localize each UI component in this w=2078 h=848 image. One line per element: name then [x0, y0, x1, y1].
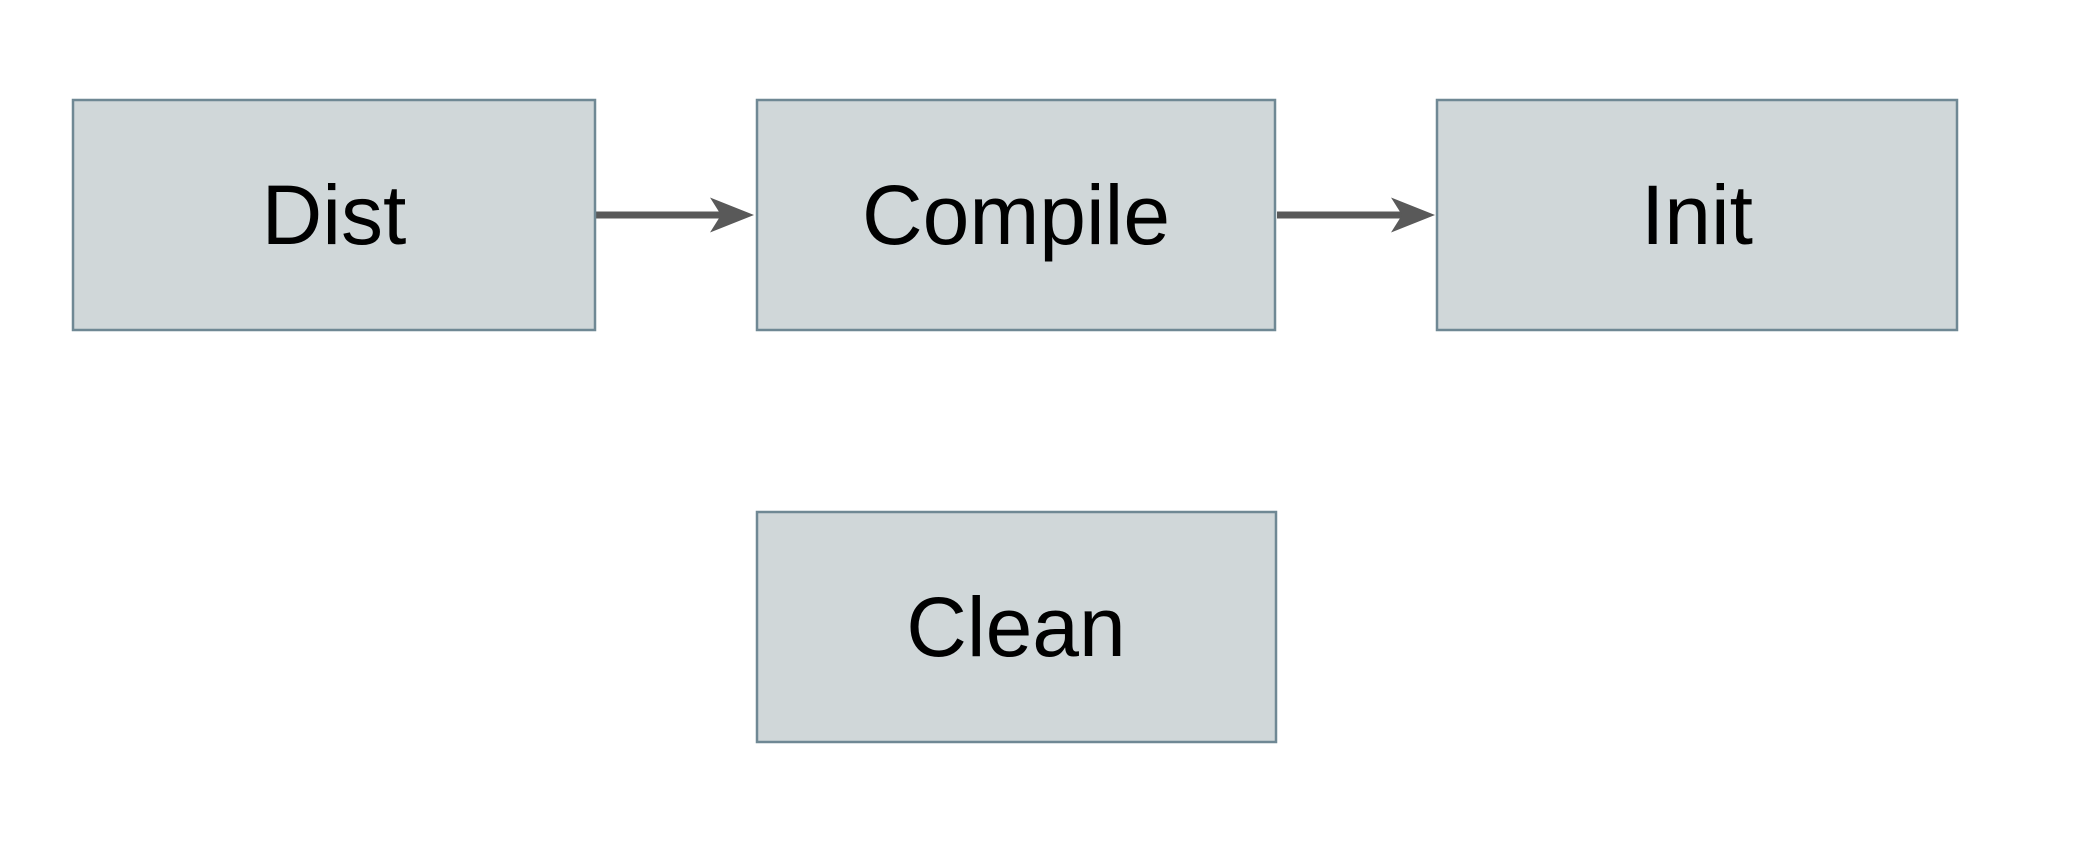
node-clean: Clean	[755, 510, 1278, 744]
node-dist-label: Dist	[262, 168, 407, 262]
edge-dist-to-compile	[596, 197, 754, 233]
node-clean-box	[755, 510, 1278, 744]
node-dist-box	[71, 98, 597, 332]
node-init-label: Init	[1641, 168, 1753, 262]
node-clean-label: Clean	[906, 580, 1125, 674]
node-init: Init	[1435, 98, 1959, 332]
edge-compile-to-init	[1277, 197, 1435, 233]
arrowhead-icon	[1391, 197, 1435, 233]
node-compile-label: Compile	[862, 168, 1170, 262]
node-compile-box	[755, 98, 1277, 332]
arrowhead-icon	[710, 197, 754, 233]
node-compile: Compile	[755, 98, 1277, 332]
node-dist: Dist	[71, 98, 597, 332]
node-init-box	[1435, 98, 1959, 332]
